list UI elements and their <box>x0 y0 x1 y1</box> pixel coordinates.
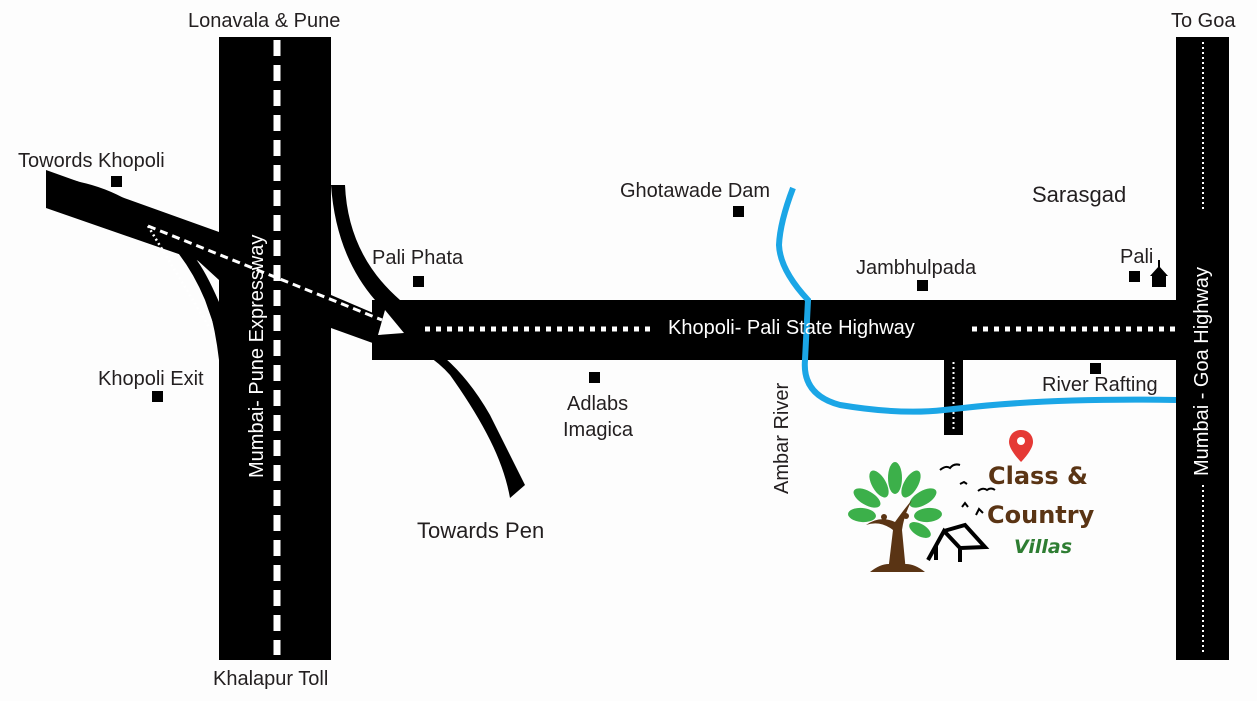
direction-lonavala-pune: Lonavala & Pune <box>188 10 341 32</box>
place-pali-phata-marker <box>413 276 424 287</box>
ambar-river-label: Ambar River <box>771 382 793 494</box>
house-icon <box>926 522 990 562</box>
place-khopoli-exit-label: Khopoli Exit <box>98 368 204 390</box>
place-river-rafting-label: River Rafting <box>1042 374 1158 396</box>
place-khopoli-exit-marker <box>152 391 163 402</box>
direction-towards-khopoli: Towords Khopoli <box>18 150 165 172</box>
place-pali-marker <box>1129 271 1140 282</box>
tree-house-birds-logo <box>848 462 996 572</box>
destination-name-line3: Villas <box>1014 536 1073 558</box>
place-river-rafting-marker <box>1090 363 1101 374</box>
place-ghotawade-dam-label: Ghotawade Dam <box>620 180 771 202</box>
place-adlabs-imagica-marker <box>589 372 600 383</box>
towards-pen-road <box>395 340 525 498</box>
destination-name-line2: Country <box>987 501 1095 529</box>
pali-phata-onramp <box>331 185 400 300</box>
location-pin-icon <box>1009 430 1033 462</box>
place-sarasgad-label: Sarasgad <box>1032 182 1127 207</box>
birds-icon <box>939 463 996 516</box>
place-pali-phata-label: Pali Phata <box>372 247 464 269</box>
place-pali-label: Pali <box>1120 246 1154 268</box>
destination-name-line1: Class & <box>988 462 1088 490</box>
route-arrow-line <box>147 224 383 322</box>
ambar-river <box>775 186 1177 415</box>
expressway-label: Mumbai- Pune Expressway <box>246 234 268 478</box>
direction-khalapur-toll: Khalapur Toll <box>213 668 329 690</box>
place-jambhulpada-label: Jambhulpada <box>856 257 977 279</box>
tree-icon <box>848 462 942 538</box>
direction-to-goa: To Goa <box>1171 10 1236 32</box>
goa-highway-label: Mumbai - Goa Highway <box>1191 267 1213 476</box>
villa-access-road <box>944 358 963 435</box>
state-highway-label: Khopoli- Pali State Highway <box>668 317 915 339</box>
exit-dotted-line <box>146 225 216 336</box>
place-adlabs-imagica-label-line1: Adlabs <box>567 393 629 415</box>
tree-trunk-icon <box>866 500 925 572</box>
place-jambhulpada-marker <box>917 280 928 291</box>
route-arrowhead <box>378 310 404 335</box>
direction-towards-pen: Towards Pen <box>417 518 545 543</box>
place-adlabs-imagica-label-line2: Imagica <box>563 419 634 441</box>
place-ghotawade-dam-marker <box>733 206 744 217</box>
temple-icon <box>1150 260 1168 287</box>
towards-khopoli-marker <box>111 176 122 187</box>
